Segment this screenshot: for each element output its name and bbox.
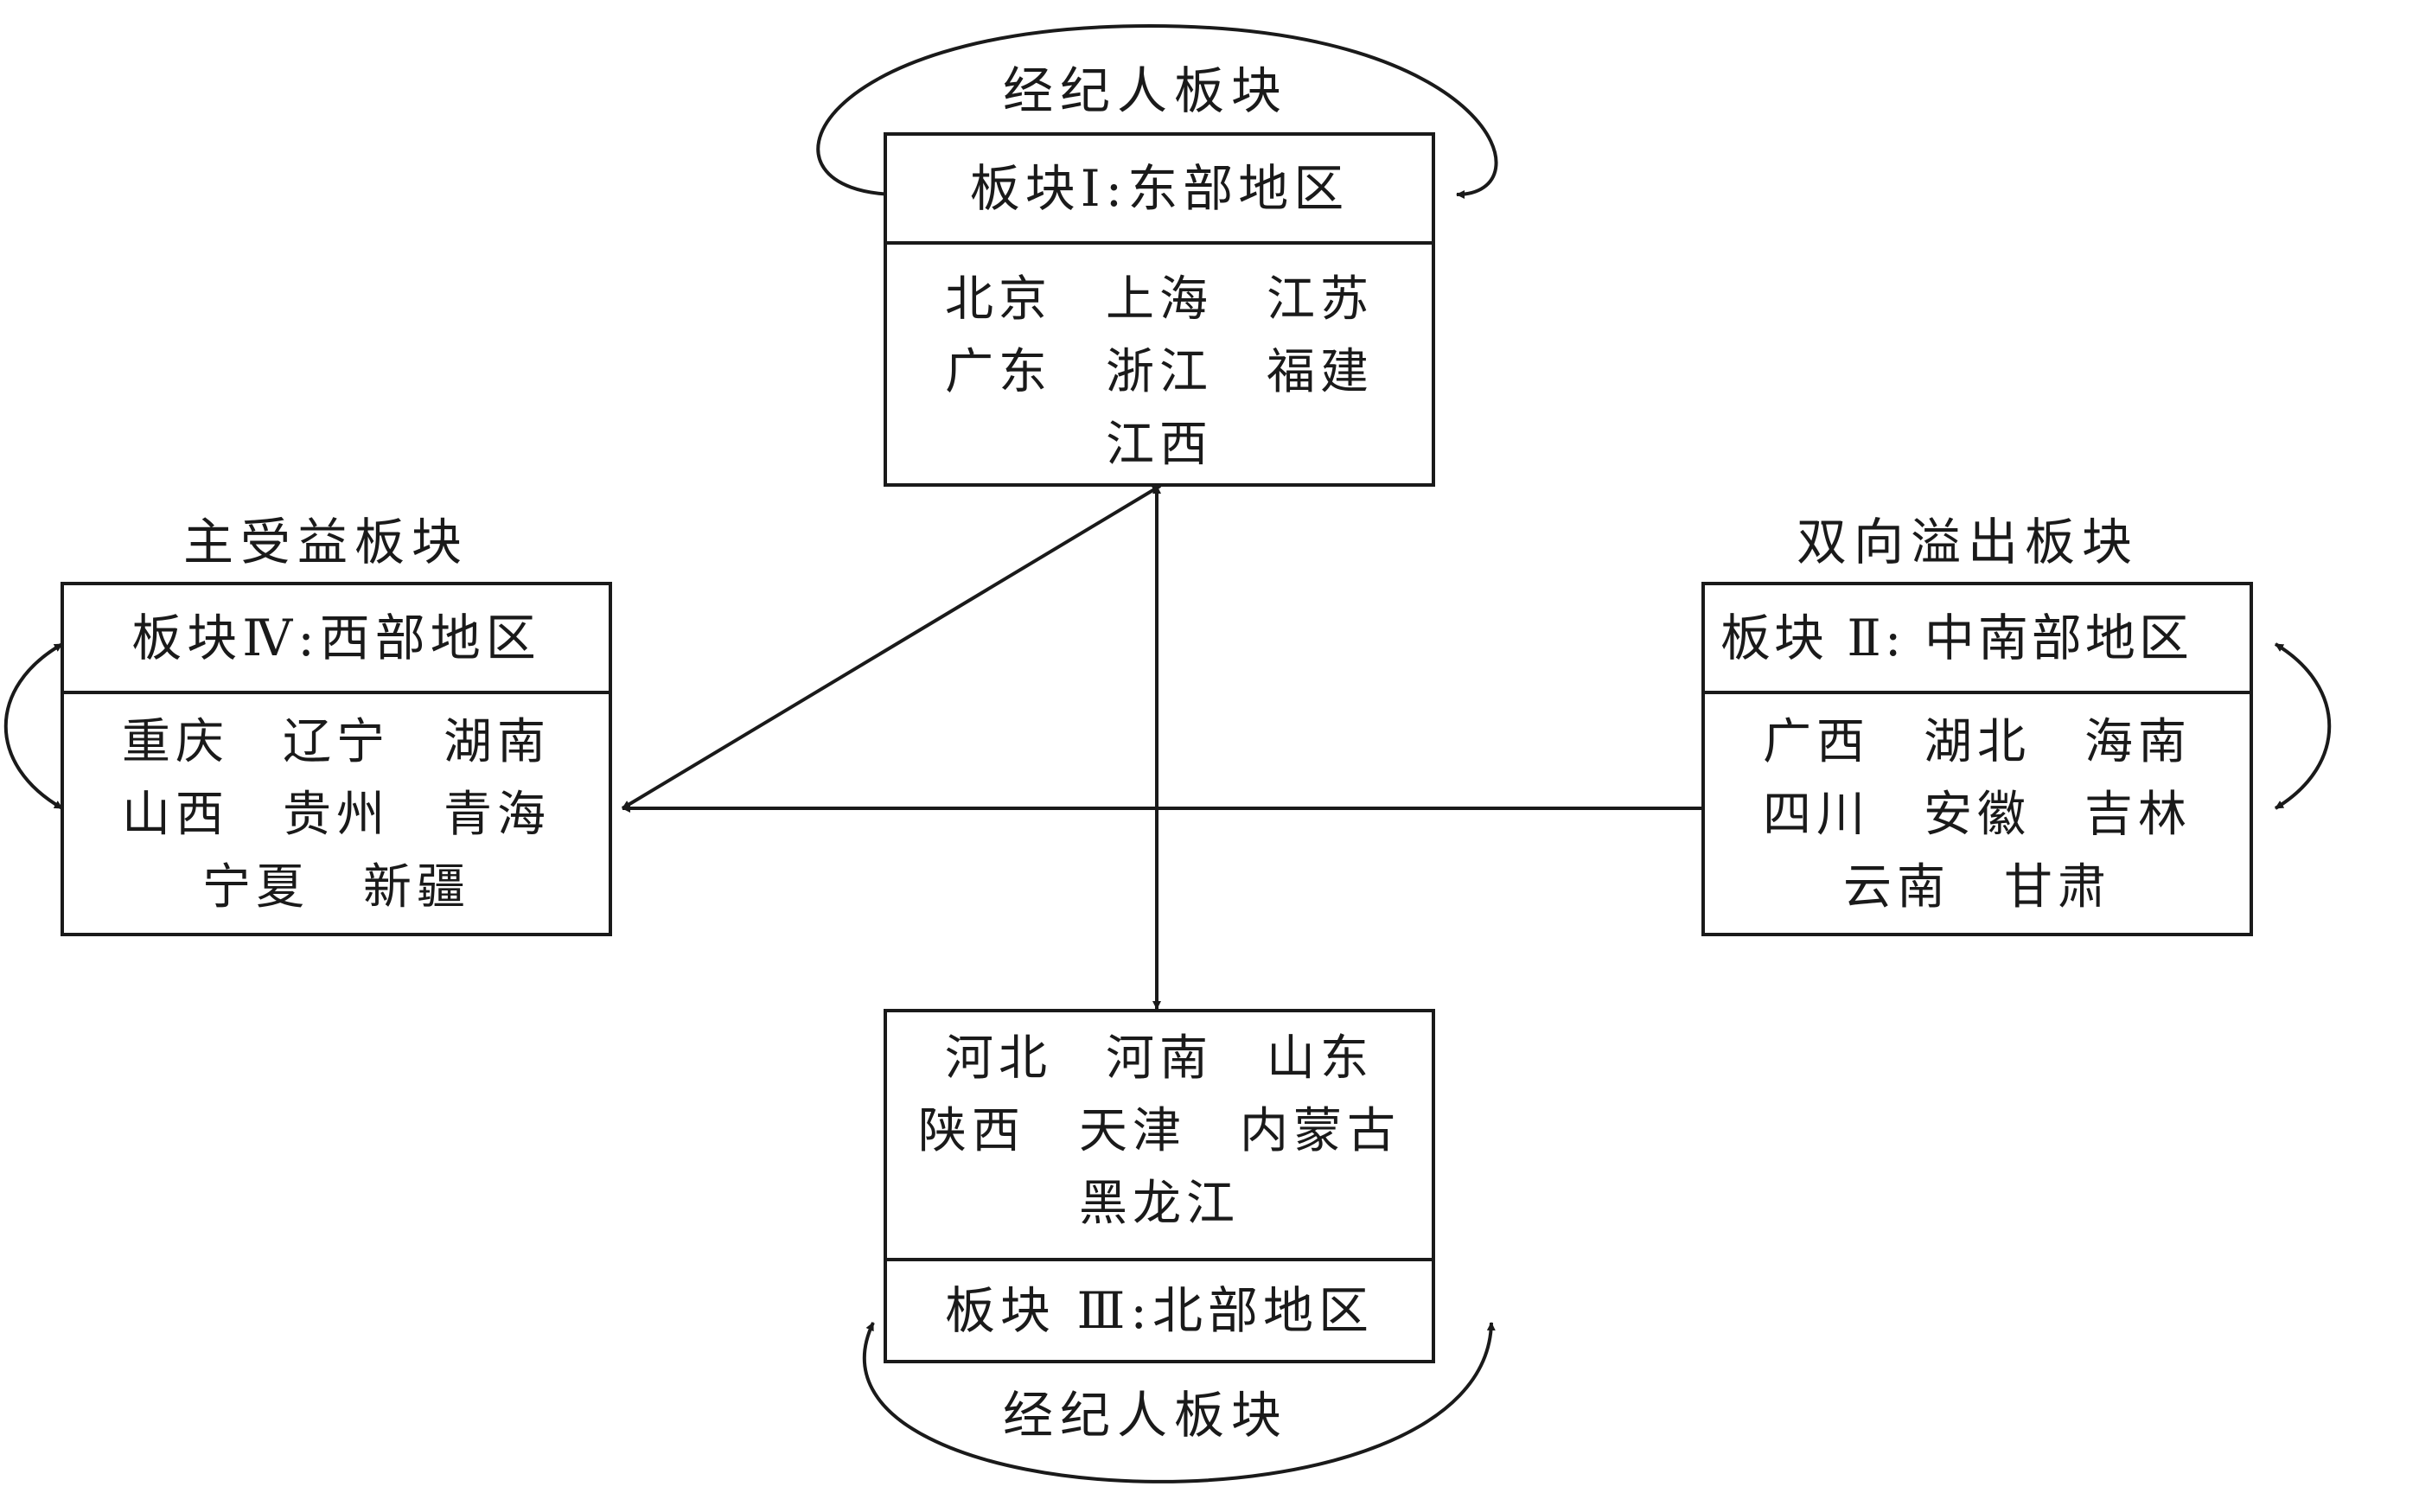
- member-row: 河北 河南 山东: [945, 1030, 1374, 1087]
- north-self-loop: [863, 1322, 1496, 1483]
- member-row: 北京 上海 江苏: [945, 271, 1374, 328]
- west-role-label: 主受益板块: [183, 513, 469, 571]
- west-block: 板块Ⅳ:西部地区 重庆 辽宁 湖南 山西 贵州 青海 宁夏 新疆: [61, 582, 612, 936]
- member-row: 广西 湖北 海南: [1763, 714, 2192, 770]
- north-block: 河北 河南 山东 陕西 天津 内蒙古 黑龙江 板块 Ⅲ:北部地区: [884, 1009, 1435, 1363]
- east-block-members: 北京 上海 江苏 广东 浙江 福建 江西: [887, 245, 1432, 482]
- member-row: 宁夏 新疆: [202, 859, 470, 915]
- east-block: 板块Ⅰ:东部地区 北京 上海 江苏 广东 浙江 福建 江西: [884, 132, 1435, 487]
- central-south-block-members: 广西 湖北 海南 四川 安徽 吉林 云南 甘肃: [1705, 694, 2250, 924]
- member-row: 云南 甘肃: [1843, 859, 2111, 915]
- member-row: 陕西 天津 内蒙古: [918, 1103, 1401, 1159]
- central-south-role-label: 双向溢出板块: [1797, 513, 2140, 571]
- member-row: 黑龙江: [1079, 1176, 1240, 1232]
- north-role-label: 经纪人板块: [1003, 1386, 1289, 1445]
- west-block-members: 重庆 辽宁 湖南 山西 贵州 青海 宁夏 新疆: [64, 694, 609, 924]
- east-role-label: 经纪人板块: [1003, 61, 1289, 120]
- central-south-block: 板块 Ⅱ: 中南部地区 广西 湖北 海南 四川 安徽 吉林 云南 甘肃: [1701, 582, 2253, 936]
- west-block-title: 板块Ⅳ:西部地区: [64, 585, 609, 694]
- central-south-self-loop: [2274, 642, 2332, 810]
- member-row: 广东 浙江 福建: [945, 344, 1374, 400]
- member-row: 江西: [1106, 417, 1213, 473]
- north-block-title: 板块 Ⅲ:北部地区: [887, 1258, 1432, 1360]
- east-block-title: 板块Ⅰ:东部地区: [887, 136, 1432, 245]
- member-row: 重庆 辽宁 湖南: [122, 714, 551, 770]
- central-south-block-title: 板块 Ⅱ: 中南部地区: [1705, 585, 2250, 694]
- member-row: 四川 安徽 吉林: [1763, 787, 2192, 843]
- west-self-loop: [3, 642, 63, 810]
- east-west-link: [621, 484, 1162, 810]
- member-row: 山西 贵州 青海: [122, 787, 551, 843]
- east-self-loop: [816, 23, 1498, 199]
- north-block-members: 河北 河南 山东 陕西 天津 内蒙古 黑龙江: [887, 1012, 1432, 1258]
